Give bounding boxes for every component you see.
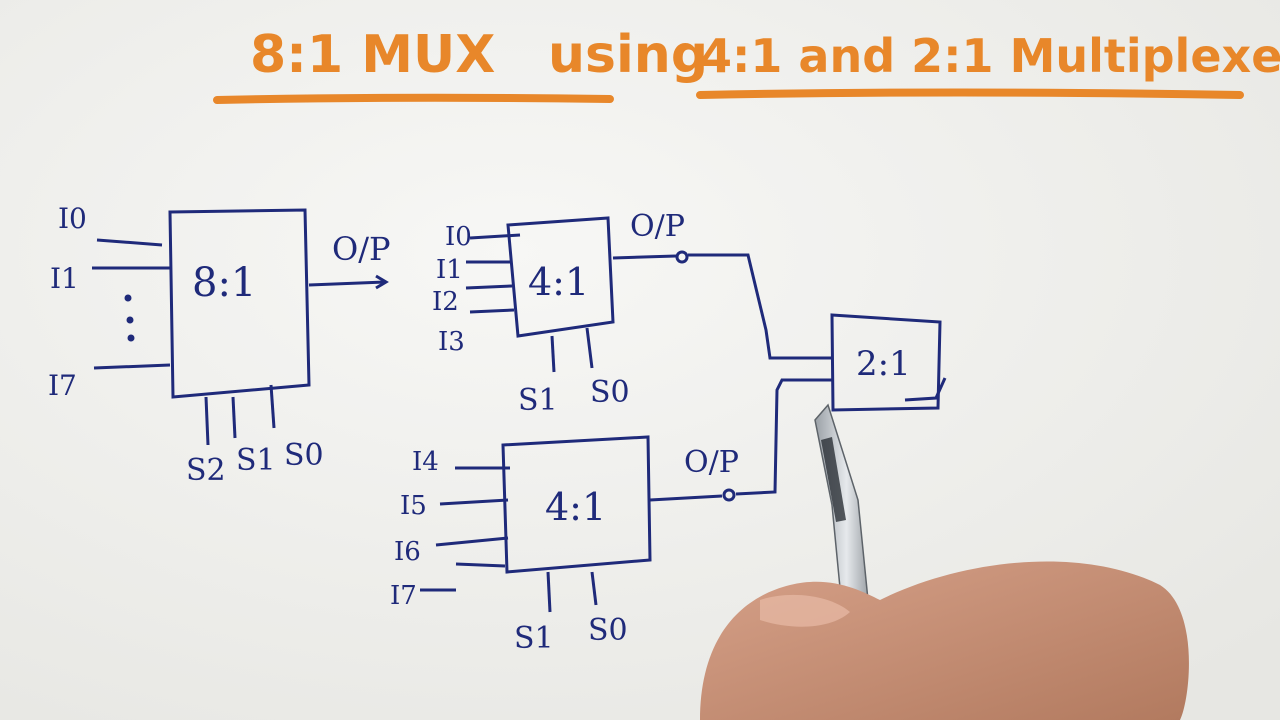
mux8-box xyxy=(168,208,311,399)
mux2-label: 2:1 xyxy=(856,344,911,384)
page-title: 8:1 MUX using 4:1 and 2:1 Multiplexer xyxy=(250,25,1280,85)
mux4-top-input-line-3 xyxy=(469,308,515,314)
mux8-input-label-7: I7 xyxy=(48,369,77,402)
title-part-3: 4:1 and 2:1 Multiplexer xyxy=(700,29,1280,83)
mux2-labels: 2:1 xyxy=(856,344,911,384)
mux4-top-input-label-1: I1 xyxy=(436,255,463,285)
mux8-select-label-s0: S0 xyxy=(284,438,324,473)
mux4-top-select-line-s0 xyxy=(585,327,594,369)
mux4-top-input-line-2 xyxy=(465,284,513,290)
mux4-bottom-input-label-4: I4 xyxy=(412,447,439,477)
mux4-bottom-input-label-7: I7 xyxy=(390,581,417,611)
mux8-output-line xyxy=(308,280,386,287)
mux4-top-select-label-s1: S1 xyxy=(518,383,558,418)
mux8-input-line-0 xyxy=(96,238,163,247)
mux4-top-labels: 4:1 I0 I1 I2 I3 O/P S1 S0 xyxy=(432,209,685,418)
mux8-select-line-s0 xyxy=(269,384,276,429)
pen-and-hand xyxy=(700,403,1189,720)
mux4-bottom-box xyxy=(501,435,652,574)
mux4-bottom-input-label-5: I5 xyxy=(400,491,427,521)
mux4-bottom-input-label-6: I6 xyxy=(394,537,421,567)
mux8-output-arrow-icon xyxy=(375,274,389,290)
mux4-bottom-output-node xyxy=(722,488,736,502)
mux4-top-output-node xyxy=(675,250,689,264)
title-part-2: using xyxy=(548,25,708,85)
mux4-bottom-input-line-6 xyxy=(435,536,509,547)
mux8-select-line-s2 xyxy=(204,396,210,446)
mux4-bottom-select-label-s1: S1 xyxy=(514,621,554,656)
mux4-bottom-labels: 4:1 I4 I5 I6 I7 O/P S1 S0 xyxy=(390,445,739,656)
mux8-input-label-1: I1 xyxy=(50,262,79,295)
mux4-bottom-input-line-7b xyxy=(455,562,506,568)
mux8-label: 8:1 xyxy=(192,260,256,306)
mux8-dot-1 xyxy=(124,294,132,302)
mux4-top-input-line-0 xyxy=(469,233,521,240)
mux8-output-label: O/P xyxy=(332,230,391,268)
pen-ink-tube xyxy=(821,437,846,522)
mux-4-to-1-top xyxy=(465,216,832,373)
mux8-input-line-7 xyxy=(93,363,171,370)
mux4-bottom-output-label: O/P xyxy=(684,445,739,480)
mux8-select-label-s1: S1 xyxy=(236,443,276,478)
mux8-dot-2 xyxy=(126,316,134,324)
mux4-top-input-label-0: I0 xyxy=(445,222,472,252)
mux4-bottom-select-label-s0: S0 xyxy=(588,613,628,648)
mux4-top-input-label-3: I3 xyxy=(438,327,465,357)
mux4-bottom-input-line-5 xyxy=(439,498,509,506)
mux8-labels: 8:1 I0 I1 I7 O/P S2 S1 S0 xyxy=(48,202,391,488)
title-underline-right xyxy=(696,88,1244,99)
mux8-select-label-s2: S2 xyxy=(186,453,226,488)
mux2-output-stub xyxy=(904,377,947,402)
mux4-top-label: 4:1 xyxy=(528,260,589,304)
mux8-select-line-s1 xyxy=(231,396,237,439)
mux8-dot-3 xyxy=(127,334,135,342)
mux2-box xyxy=(830,313,942,412)
mux4-top-input-label-2: I2 xyxy=(432,287,459,317)
title-underline-left xyxy=(213,93,614,104)
mux8-input-label-0: I0 xyxy=(58,202,87,235)
fingernail-icon xyxy=(760,594,850,627)
mux-2-to-1 xyxy=(830,313,947,412)
mux4-top-output-wire xyxy=(612,253,832,360)
title-part-1: 8:1 MUX xyxy=(250,25,495,85)
mux4-bottom-output-wire xyxy=(649,378,832,502)
mux4-bottom-select-line-s0 xyxy=(590,571,598,606)
mux4-top-select-line-s1 xyxy=(550,335,556,373)
mux-4-to-1-bottom xyxy=(420,378,832,613)
mux4-top-output-label: O/P xyxy=(630,209,685,244)
mux4-top-select-label-s0: S0 xyxy=(590,375,630,410)
mux-8-to-1 xyxy=(92,208,389,446)
mux4-bottom-label: 4:1 xyxy=(545,485,606,529)
mux4-bottom-select-line-s1 xyxy=(546,571,552,613)
mux4-top-box xyxy=(506,216,615,338)
